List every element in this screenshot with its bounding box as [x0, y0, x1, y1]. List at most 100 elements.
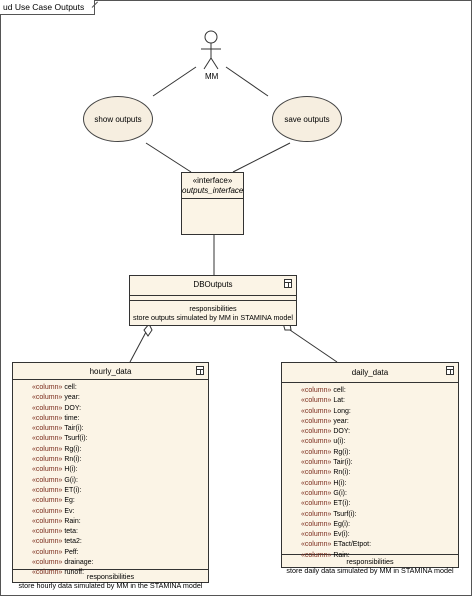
column-attribute[interactable]: «column» H(i): [301, 479, 458, 489]
column-attribute[interactable]: «column» Rain: [32, 517, 208, 527]
daily-name: daily_data [351, 368, 389, 377]
dboutputs-resp-title: responsibilities [189, 304, 237, 313]
class-dboutputs[interactable]: DBOutputs responsibilities store outputs… [129, 275, 297, 326]
column-name: Rn(i): [333, 469, 351, 477]
dboutputs-separator-2 [130, 300, 296, 301]
column-name: year: [333, 417, 349, 425]
column-attribute[interactable]: «column» Rn(i): [301, 468, 458, 478]
column-name: Long: [333, 407, 351, 415]
class-daily-data[interactable]: daily_data «column» cell:«column» Lat:«c… [281, 362, 459, 575]
column-stereotype: «column» [32, 404, 63, 412]
usecase-show-outputs[interactable]: show outputs [83, 96, 153, 142]
column-attribute[interactable]: «column» G(i): [301, 489, 458, 499]
interface-stereotype: «interface» [192, 176, 233, 185]
column-stereotype: «column» [301, 500, 332, 508]
column-stereotype: «column» [32, 538, 63, 546]
assoc-dboutputs-daily [286, 327, 338, 363]
column-attribute[interactable]: «column» u(i): [301, 437, 458, 447]
column-attribute[interactable]: «column» year: [301, 417, 458, 427]
column-name: u(i): [333, 438, 346, 446]
column-attribute[interactable]: «column» Eg: [32, 496, 208, 506]
column-stereotype: «column» [301, 448, 332, 456]
column-attribute[interactable]: «column» Eg(i): [301, 520, 458, 530]
column-attribute[interactable]: «column» cell: [32, 383, 208, 393]
column-attribute[interactable]: «column» G(i): [32, 476, 208, 486]
column-attribute[interactable]: «column» Long: [301, 407, 458, 417]
daily-resp-title: responsibilities [346, 557, 394, 566]
column-attribute[interactable]: «column» runoff: [32, 568, 208, 578]
actor-figure[interactable] [201, 30, 221, 70]
column-name: Tair(i): [64, 425, 84, 433]
class-hourly-data[interactable]: hourly_data «column» cell:«column» year:… [12, 362, 209, 590]
column-attribute[interactable]: «column» Ev: [32, 507, 208, 517]
column-name: year: [64, 394, 80, 402]
column-attribute[interactable]: «column» teta: [32, 527, 208, 537]
interface-name: outputs_interface [182, 186, 244, 195]
column-attribute[interactable]: «column» ETact/Etpot: [301, 540, 458, 550]
column-attribute[interactable]: «column» Ev(i): [301, 530, 458, 540]
column-stereotype: «column» [32, 517, 63, 525]
column-stereotype: «column» [301, 387, 332, 394]
column-name: Eg(i): [333, 520, 351, 528]
column-stereotype: «column» [301, 479, 332, 487]
column-name: drainage: [64, 559, 94, 567]
column-name: time: [64, 414, 80, 422]
column-attribute[interactable]: «column» cell: [301, 386, 458, 396]
column-attribute[interactable]: «column» Rg(i): [301, 448, 458, 458]
column-attribute[interactable]: «column» Peff: [32, 548, 208, 558]
hourly-name: hourly_data [89, 367, 132, 376]
column-stereotype: «column» [32, 486, 63, 494]
column-stereotype: «column» [301, 489, 332, 497]
class-icon [284, 279, 292, 288]
column-name: ET(i): [64, 486, 82, 494]
column-attribute[interactable]: «column» Tsurf(i): [301, 510, 458, 520]
column-name: H(i): [64, 466, 78, 474]
column-stereotype: «column» [301, 510, 332, 518]
column-stereotype: «column» [32, 507, 63, 515]
column-stereotype: «column» [301, 428, 332, 436]
column-name: teta: [64, 528, 78, 536]
column-stereotype: «column» [32, 548, 63, 556]
column-attribute[interactable]: «column» ET(i): [301, 499, 458, 509]
column-stereotype: «column» [32, 425, 63, 433]
actor-label: MM [205, 72, 219, 81]
column-attribute[interactable]: «column» Rain: [301, 551, 458, 561]
column-name: Tair(i): [333, 459, 353, 467]
column-attribute[interactable]: «column» year: [32, 393, 208, 403]
column-attribute[interactable]: «column» time: [32, 414, 208, 424]
column-name: Tsurf(i): [333, 510, 357, 518]
column-name: Rn(i): [64, 456, 82, 464]
column-attribute[interactable]: «column» Tair(i): [301, 458, 458, 468]
dboutputs-resp-text: store outputs simulated by MM in STAMINA… [132, 313, 294, 322]
usecase-save-outputs-label: save outputs [284, 114, 330, 124]
assoc-mm-show [152, 66, 197, 97]
column-attribute[interactable]: «column» Lat: [301, 396, 458, 406]
column-stereotype: «column» [32, 476, 63, 484]
column-attribute[interactable]: «column» drainage: [32, 558, 208, 568]
dboutputs-name: DBOutputs [193, 280, 233, 289]
column-attribute[interactable]: «column» teta2: [32, 537, 208, 547]
column-attribute[interactable]: «column» Rg(i): [32, 445, 208, 455]
usecase-save-outputs[interactable]: save outputs [272, 96, 342, 142]
column-name: teta2: [64, 538, 82, 546]
column-stereotype: «column» [301, 551, 332, 559]
interface-outputs[interactable]: «interface» outputs_interface [181, 172, 244, 235]
column-name: Eg: [64, 497, 75, 505]
column-stereotype: «column» [301, 407, 332, 415]
column-name: G(i): [64, 476, 78, 484]
column-name: Rain: [64, 517, 81, 525]
hourly-columns-list: «column» cell:«column» year:«column» DOY… [13, 380, 208, 576]
column-attribute[interactable]: «column» Tair(i): [32, 424, 208, 434]
hourly-separator-1 [13, 379, 208, 380]
column-stereotype: «column» [32, 497, 63, 505]
column-attribute[interactable]: «column» H(i): [32, 465, 208, 475]
aggregation-diamond-hourly [143, 323, 153, 337]
column-attribute[interactable]: «column» DOY: [301, 427, 458, 437]
column-attribute[interactable]: «column» Rn(i): [32, 455, 208, 465]
column-attribute[interactable]: «column» ET(i): [32, 486, 208, 496]
column-attribute[interactable]: «column» DOY: [32, 404, 208, 414]
assoc-mm-save [225, 66, 269, 97]
column-attribute[interactable]: «column» Tsurf(i): [32, 434, 208, 444]
column-stereotype: «column» [32, 394, 63, 402]
